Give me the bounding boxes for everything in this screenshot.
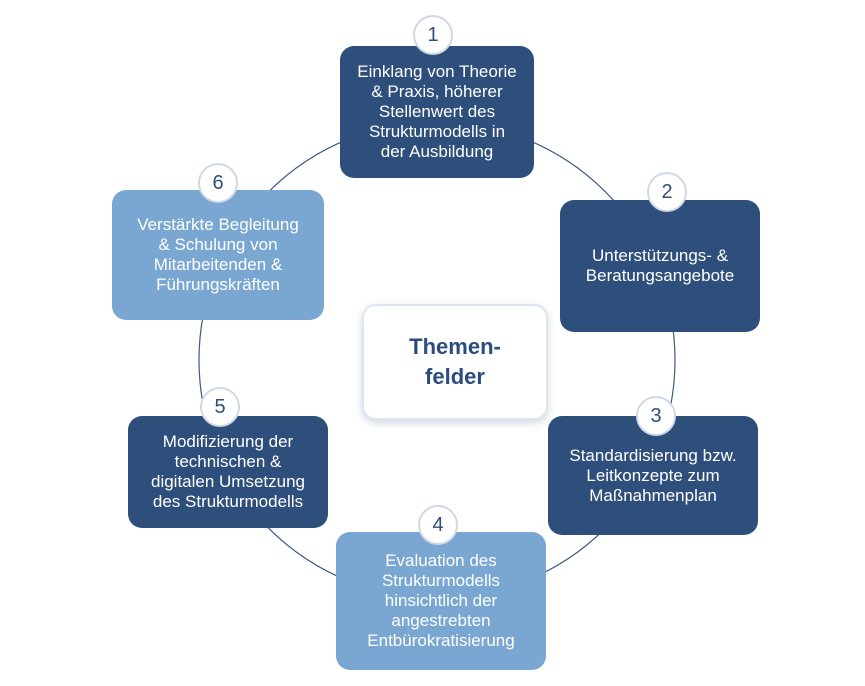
topic-box-1: Einklang von Theorie & Praxis, höherer S… — [340, 46, 534, 178]
center-topic-box: Themen- felder — [362, 304, 548, 420]
topic-number-6: 6 — [198, 163, 238, 203]
topic-box-4: Evaluation des Strukturmodells hinsichtl… — [336, 532, 546, 670]
topic-number-5: 5 — [200, 387, 240, 427]
topic-box-5: Modifizierung der technischen & digitale… — [128, 416, 328, 528]
topic-number-2: 2 — [647, 172, 687, 212]
topic-number-4: 4 — [418, 505, 458, 545]
topic-number-3: 3 — [636, 396, 676, 436]
topic-box-6: Verstärkte Begleitung & Schulung von Mit… — [112, 190, 324, 320]
topic-box-2: Unterstützungs- & Beratungsangebote — [560, 200, 760, 332]
topic-number-1: 1 — [413, 15, 453, 55]
